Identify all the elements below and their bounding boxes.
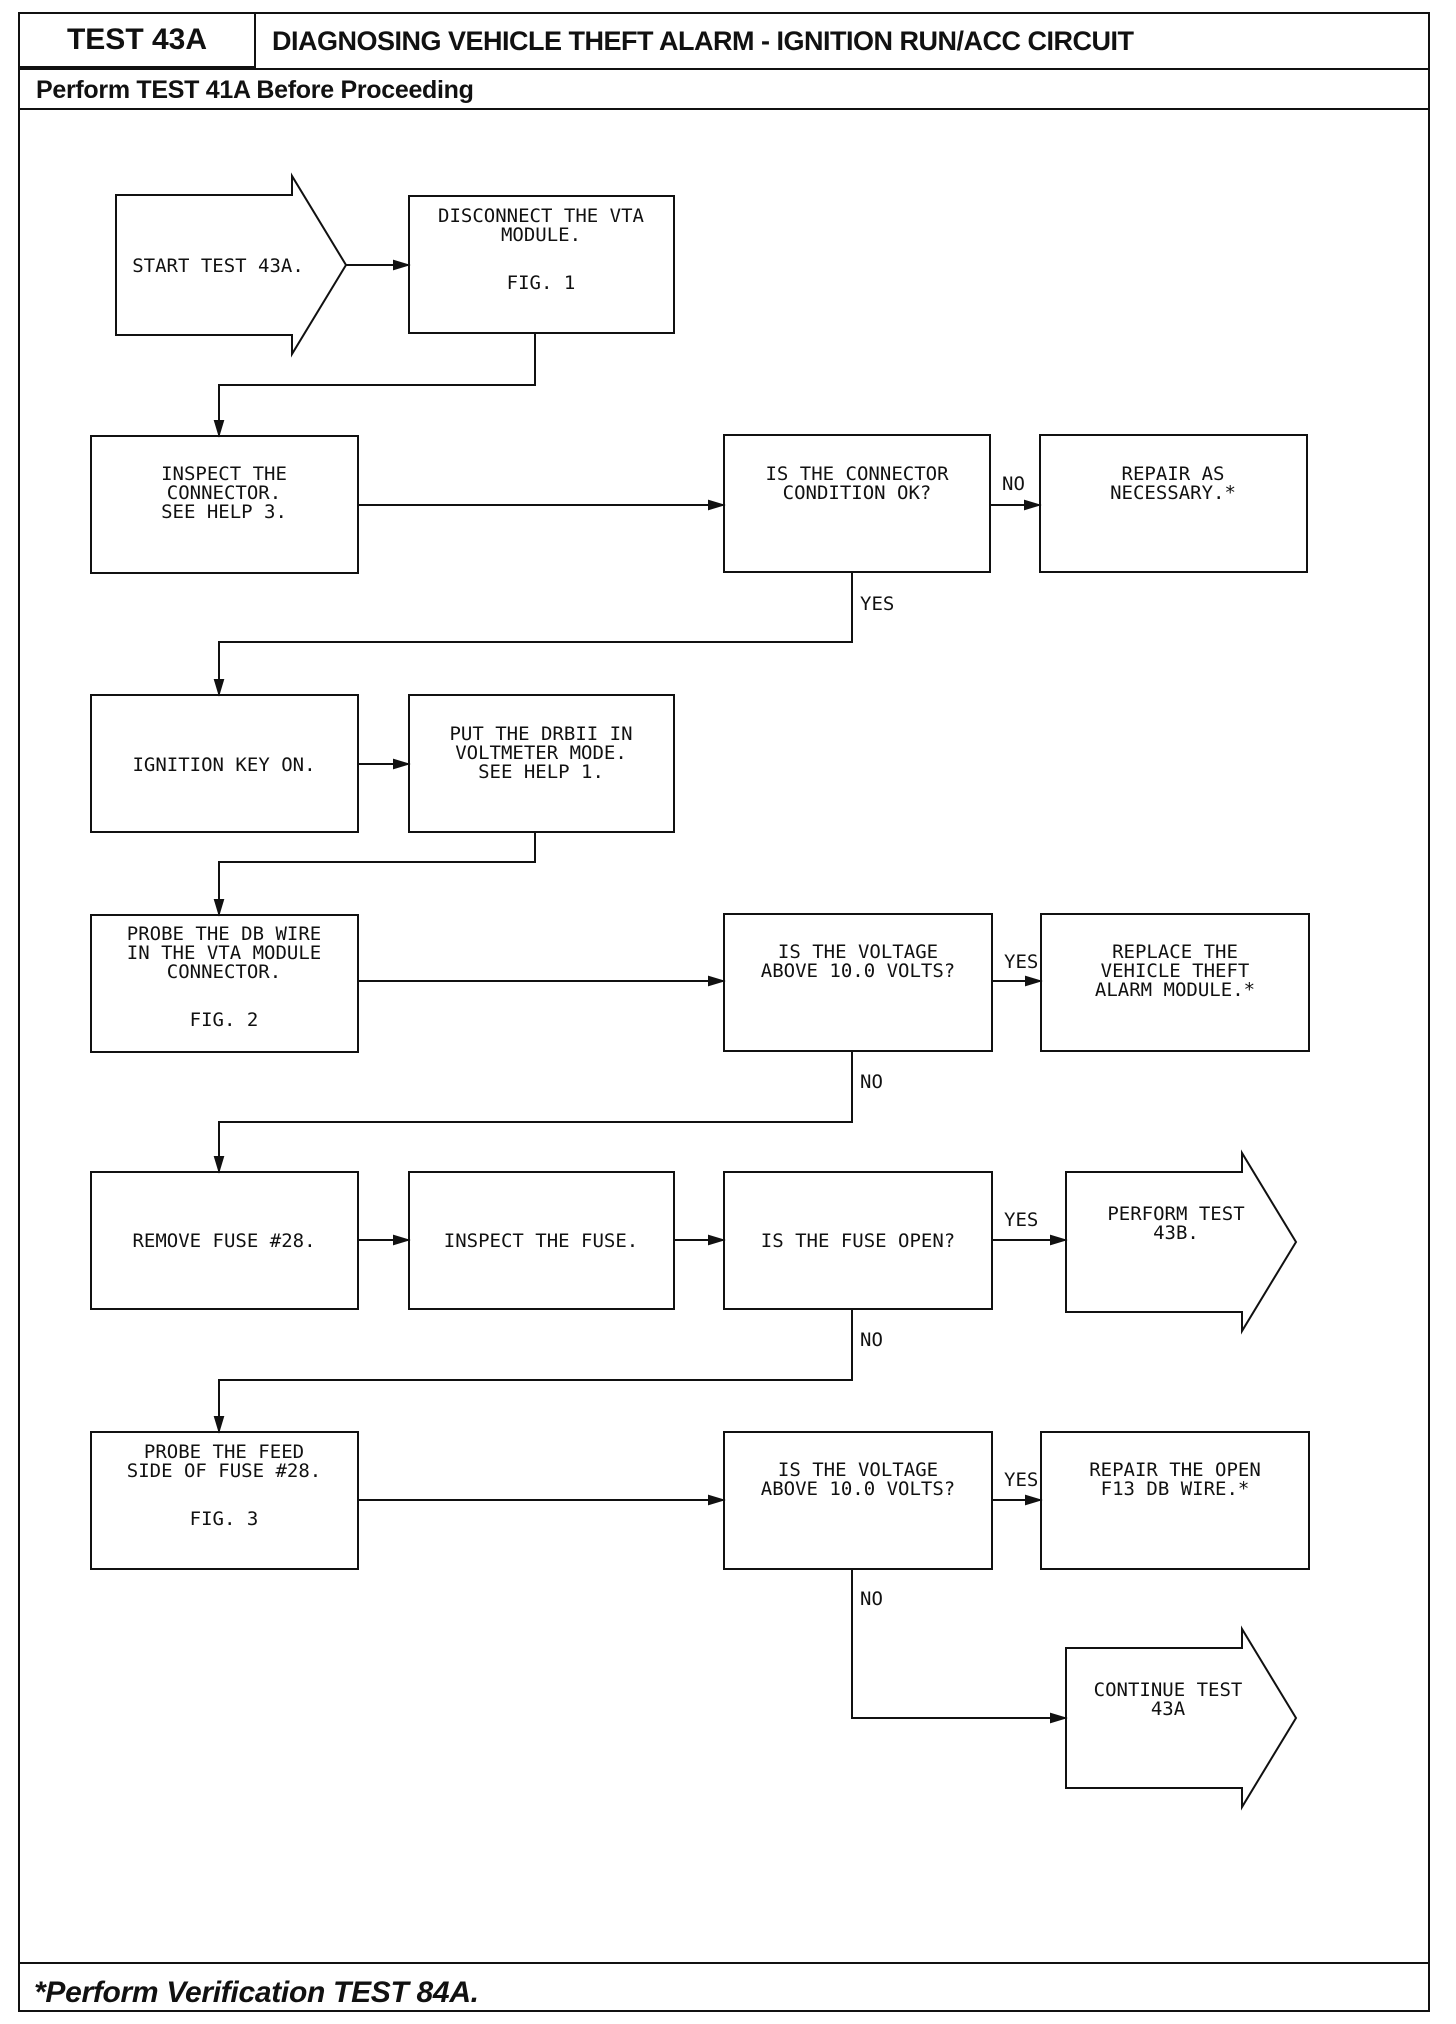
node-text-inspect-fuse: INSPECT THE FUSE. [444,1230,638,1252]
page-frame [18,12,1430,2012]
edge-disconnect-inspect [213,333,536,438]
subheader-divider [20,108,1428,110]
label-connectorok-no: NO [1002,473,1025,495]
label-fuseopen-no: NO [860,1329,883,1351]
label-fuseopen-yes: YES [1004,1209,1038,1231]
node-voltage1 [723,913,993,1052]
label-voltage2-no: NO [860,1588,883,1610]
header-divider [20,68,1428,70]
page-title: DIAGNOSING VEHICLE THEFT ALARM - IGNITIO… [272,26,1134,56]
edge-fuseopen-no [213,1309,853,1434]
node-text-fuse-open: IS THE FUSE OPEN? [761,1230,955,1252]
node-voltage2 [723,1431,993,1570]
label-voltage2-yes: YES [1004,1469,1038,1491]
node-perform-43b [1065,1149,1298,1335]
node-start [115,172,348,358]
label-voltage1-yes: YES [1004,951,1038,973]
flowchart: NO YES YES NO YES NO YES NO START TEST 4… [90,172,1310,1811]
label-voltage1-no: NO [860,1071,883,1093]
node-text-start: START TEST 43A. [132,255,304,277]
node-continue-43a [1065,1625,1298,1811]
edge-connectorok-yes [213,572,853,697]
edge-voltage1-no [213,1051,853,1174]
test-id-box: TEST 43A [20,14,256,68]
footer-note: *Perform Verification TEST 84A. [34,1976,479,2009]
node-text-remove-fuse: REMOVE FUSE #28. [132,1230,315,1252]
node-probe-db [90,914,359,1053]
node-repair-f13 [1040,1431,1310,1570]
prerequisite-note: Perform TEST 41A Before Proceeding [36,76,474,104]
label-connectorok-yes: YES [860,593,894,615]
edge-voltage2-no [851,1569,1068,1724]
edge-drbii-probe [213,832,536,917]
footer-divider [20,1962,1428,1964]
node-text-ignition-on: IGNITION KEY ON. [132,754,315,776]
